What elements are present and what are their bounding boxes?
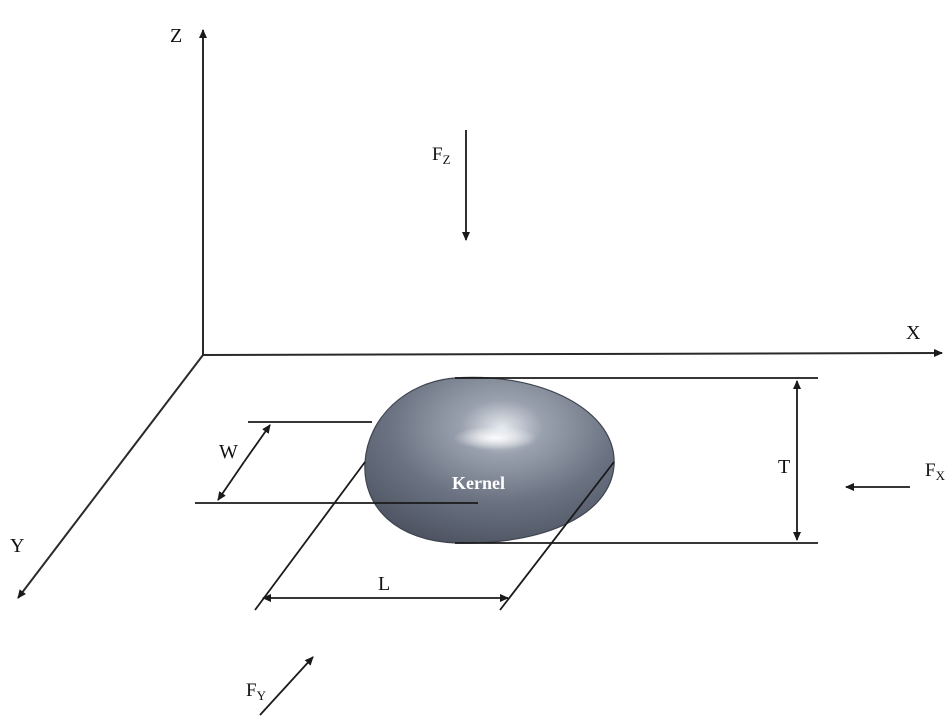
y-axis-label: Y bbox=[10, 535, 24, 557]
force-fy-label: FY bbox=[246, 680, 267, 703]
kernel-body bbox=[364, 376, 615, 544]
z-axis-label: Z bbox=[170, 25, 182, 47]
force-fz-label: FZ bbox=[432, 144, 451, 167]
width-dimension bbox=[195, 421, 478, 504]
x-axis-label: X bbox=[906, 322, 921, 344]
force-fx-label: FX bbox=[925, 460, 946, 483]
thickness-dimension bbox=[455, 377, 818, 544]
thickness-label: T bbox=[778, 456, 790, 478]
length-label: L bbox=[378, 573, 390, 595]
force-fy-arrow bbox=[259, 656, 314, 716]
y-axis bbox=[17, 354, 204, 599]
kernel-highlight bbox=[453, 426, 537, 450]
width-label: W bbox=[219, 441, 238, 463]
kernel-label: Kernel bbox=[452, 473, 505, 493]
length-dimension bbox=[254, 461, 615, 611]
x-axis bbox=[202, 349, 943, 358]
